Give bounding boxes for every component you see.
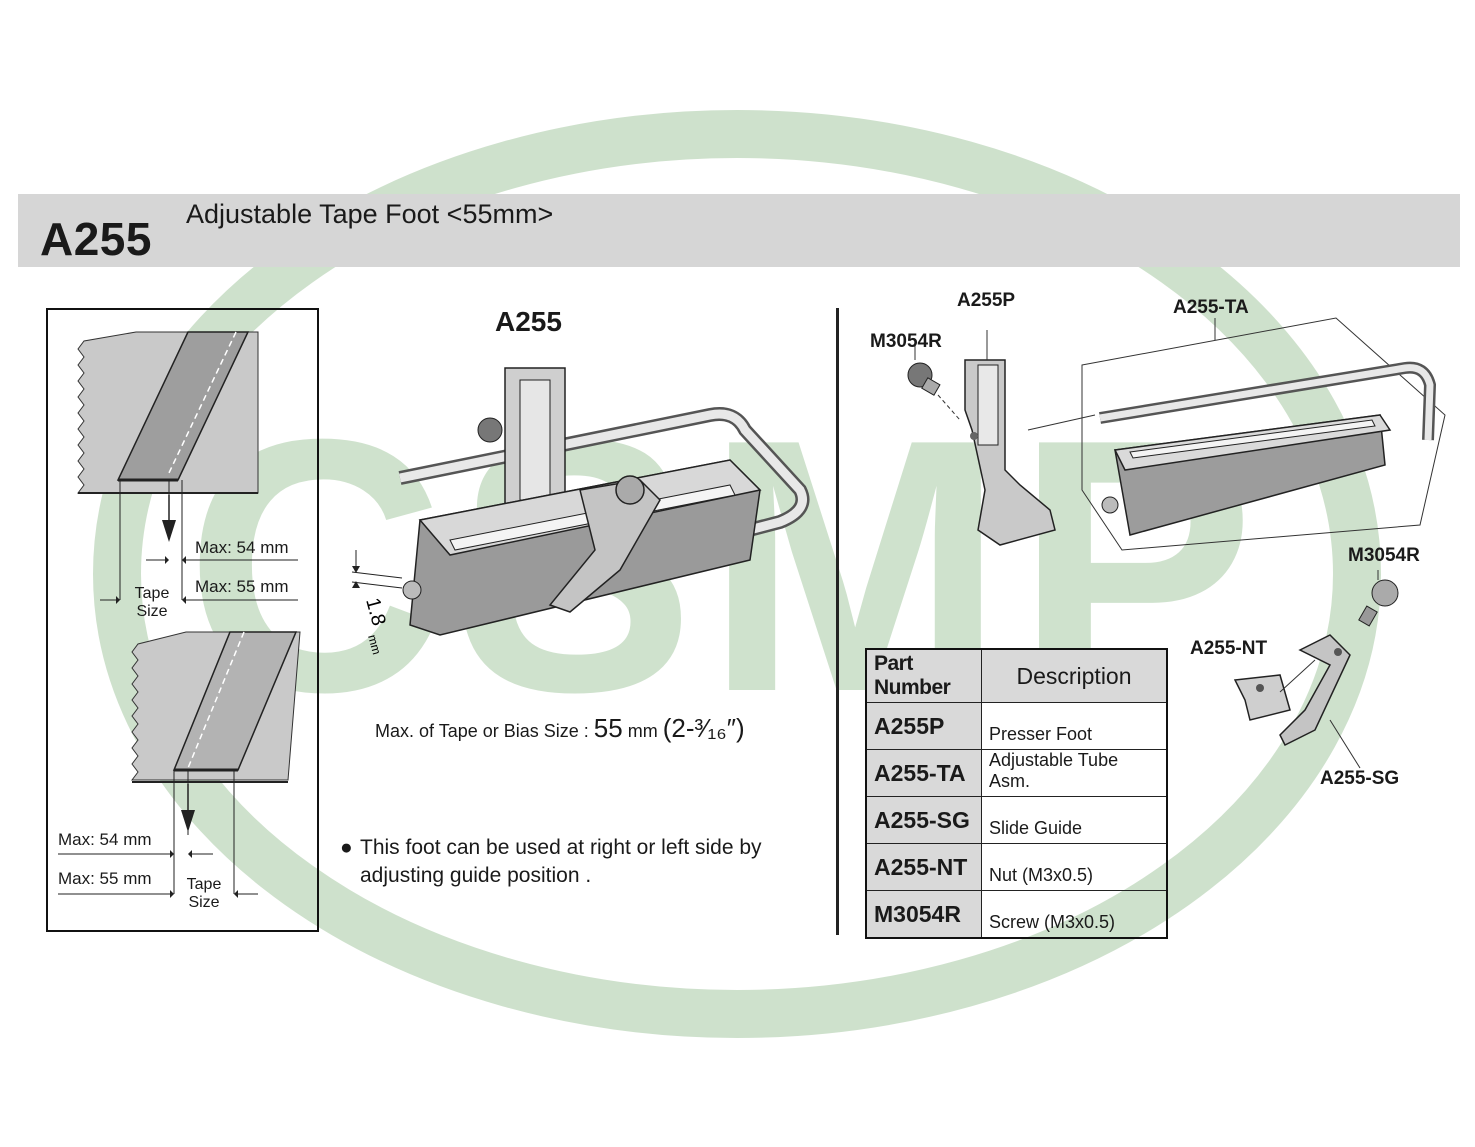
description-cell: Presser Foot (981, 702, 1168, 750)
assembly-title: A255 (495, 306, 562, 337)
section-divider (836, 308, 839, 935)
model-code: A255 (40, 213, 152, 265)
part-number-cell: A255-SG (865, 796, 982, 844)
label-m3054r-top: M3054R (870, 331, 942, 352)
parts-table: Part Number Description A255P Presser Fo… (865, 648, 1168, 939)
max-54-label-bottom: Max: 54 mm (58, 830, 152, 849)
table-row: A255-NT Nut (M3x0.5) (865, 843, 1168, 891)
table-row: M3054R Screw (M3x0.5) (865, 890, 1168, 939)
header-bar: A255 Adjustable Tape Foot <55mm> (18, 194, 1460, 267)
tape-size-caption-bottom: Tape Size (180, 876, 228, 912)
tape-size-diagram-panel: Max: 54 mm Max: 55 mm Tape Size Max: 54 … (46, 308, 319, 932)
thickness-unit: mm (365, 633, 384, 656)
max-55-label-top: Max: 55 mm (195, 577, 289, 596)
part-number-cell: A255-TA (865, 749, 982, 797)
tape-size-line2: Size (136, 603, 168, 620)
tape-size-caption-top: Tape Size (128, 585, 176, 621)
description-cell: Nut (M3x0.5) (981, 843, 1168, 891)
part-number-cell: A255P (865, 702, 982, 750)
assembled-foot-illustration: 1.8 mm (351, 367, 810, 656)
page-title: Adjustable Tape Foot <55mm> (186, 199, 554, 229)
max-size-unit: mm (627, 721, 658, 741)
description-cell: Screw (M3x0.5) (981, 890, 1168, 939)
max-54-label-top: Max: 54 mm (195, 538, 289, 557)
tape-size-line1: Tape (186, 876, 222, 893)
max-55-label-bottom: Max: 55 mm (58, 869, 152, 888)
label-a255sg: A255-SG (1320, 768, 1400, 789)
bullet-icon: ● (340, 836, 353, 859)
max-size-label: Max. of Tape or Bias Size : (375, 721, 589, 741)
label-m3054r-right: M3054R (1348, 545, 1420, 566)
description-cell: Adjustable Tube Asm. (981, 749, 1168, 797)
header-part-number: Part Number (865, 648, 982, 703)
exploded-view-illustration (907, 317, 1446, 769)
table-header-row: Part Number Description (865, 648, 1168, 703)
label-a255nt: A255-NT (1190, 638, 1268, 659)
label-a255p: A255P (957, 290, 1016, 311)
tape-size-line2: Size (188, 894, 220, 911)
table-row: A255P Presser Foot (865, 702, 1168, 750)
header-description: Description (981, 648, 1168, 703)
part-number-cell: M3054R (865, 890, 982, 939)
part-number-cell: A255-NT (865, 843, 982, 891)
max-size-line: Max. of Tape or Bias Size : 55 mm (2-³⁄₁… (375, 713, 745, 744)
usage-note-text: This foot can be used at right or left s… (360, 836, 762, 887)
tape-diagram-illustration (58, 331, 301, 898)
max-size-value: 55 (593, 713, 623, 743)
thickness-value: 1.8 (361, 596, 389, 629)
max-size-inch: (2-³⁄₁₆″) (662, 713, 745, 743)
tape-size-line1: Tape (134, 585, 170, 602)
description-cell: Slide Guide (981, 796, 1168, 844)
table-row: A255-SG Slide Guide (865, 796, 1168, 844)
label-a255ta: A255-TA (1173, 297, 1249, 318)
table-row: A255-TA Adjustable Tube Asm. (865, 749, 1168, 797)
